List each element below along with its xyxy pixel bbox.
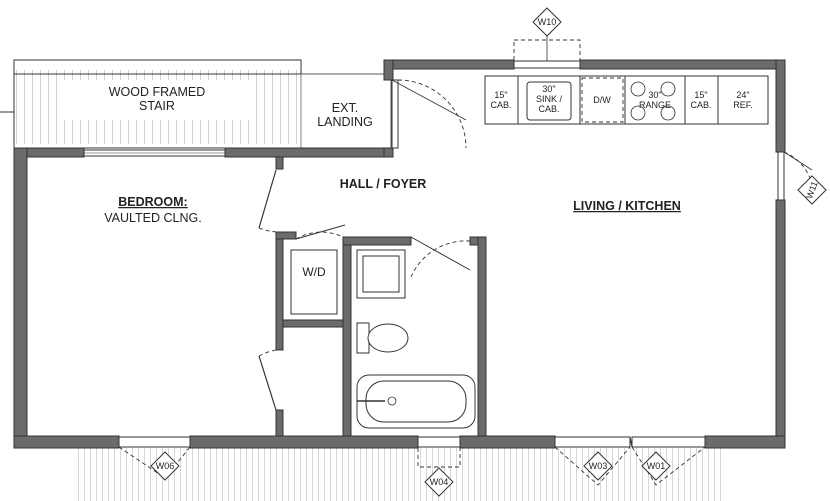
ref-line1: 24": [736, 90, 749, 100]
sink-line1: 30": [542, 84, 555, 94]
stair-label-line2: STAIR: [139, 99, 175, 113]
window-tag-w04: W04: [417, 446, 461, 497]
living-kitchen-label: LIVING / KITCHEN: [573, 199, 681, 213]
kitchen-counter: [484, 75, 769, 125]
ref-line2: REF.: [733, 100, 753, 110]
stair-label-line1: WOOD FRAMED: [109, 85, 206, 99]
window-tag-w10: W10: [513, 7, 581, 62]
interior-walls: [275, 156, 487, 437]
bathroom-fixtures: [356, 249, 476, 429]
ext-landing: [300, 73, 392, 149]
windows: [83, 60, 785, 448]
cab-15b-line2: CAB.: [690, 100, 711, 110]
cab-15-line1: 15": [494, 90, 507, 100]
svg-text:W10: W10: [538, 17, 557, 27]
range-line2: RANGE: [639, 100, 671, 110]
svg-text:W01: W01: [647, 461, 666, 471]
cab-15-line2: CAB.: [490, 100, 511, 110]
svg-text:W03: W03: [589, 461, 608, 471]
svg-text:W04: W04: [430, 477, 449, 487]
range-line1: 30": [648, 90, 661, 100]
svg-text:W06: W06: [156, 461, 175, 471]
wood-framed-stair: [0, 59, 302, 149]
cab-15b-line1: 15": [694, 90, 707, 100]
window-tag-w11: W11: [797, 175, 827, 205]
sink-line2: SINK /: [536, 94, 563, 104]
landing-label-line1: EXT.: [332, 101, 358, 115]
window-tag-w03: W03: [554, 446, 631, 486]
window-tag-w01: W01: [631, 446, 706, 486]
wd-label: W/D: [302, 265, 326, 279]
bedroom-sub-label: VAULTED CLNG.: [104, 211, 201, 225]
sink-line3: CAB.: [538, 104, 559, 114]
doors: [258, 79, 813, 411]
deck: [76, 448, 726, 501]
dw-label: D/W: [593, 95, 611, 105]
hall-foyer-label: HALL / FOYER: [340, 177, 427, 191]
washer-dryer: [290, 249, 338, 315]
bedroom-label: BEDROOM:: [118, 195, 187, 209]
window-tag-w06: W06: [118, 446, 191, 481]
landing-label-line2: LANDING: [317, 115, 373, 129]
